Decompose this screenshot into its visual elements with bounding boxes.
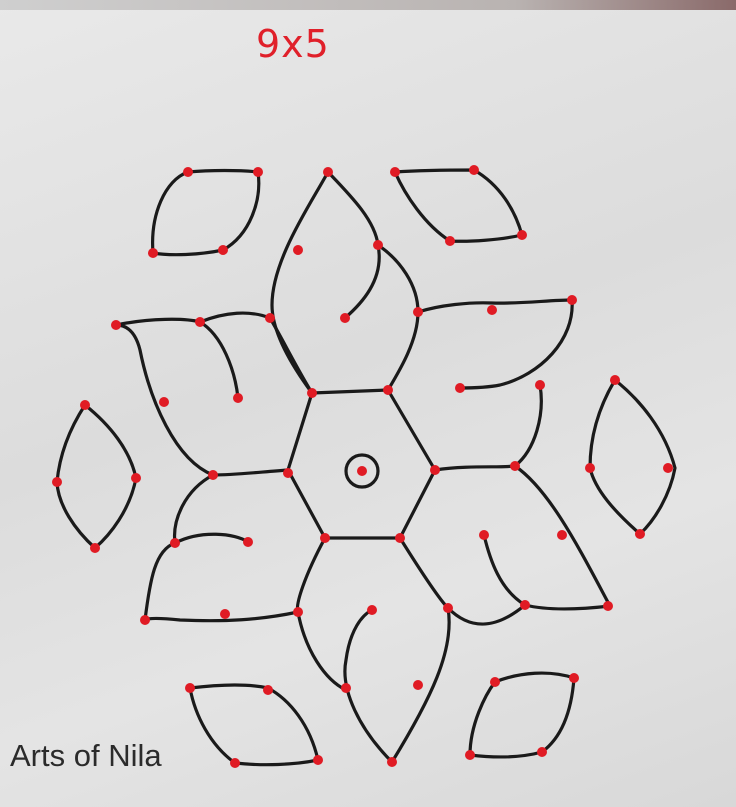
petal-lower-left <box>143 532 300 623</box>
petal-lower-right <box>482 464 612 611</box>
petal-bottom <box>343 606 451 764</box>
paper-edge <box>0 0 736 10</box>
leaf-left <box>55 403 138 550</box>
dot-grid <box>52 165 673 768</box>
center-circle <box>344 453 380 489</box>
leaf-top-left <box>151 168 261 257</box>
center-hexagon <box>286 388 437 540</box>
leaf-right <box>588 378 677 536</box>
grid-size-label: 9x5 <box>256 22 330 66</box>
watermark-text: Arts of Nila <box>10 738 162 773</box>
leaf-top-right <box>393 168 524 243</box>
petal-upper-left <box>114 317 240 477</box>
petal-top <box>270 170 381 395</box>
leaf-bottom-right <box>468 671 576 759</box>
leaf-bottom-left <box>188 683 320 767</box>
